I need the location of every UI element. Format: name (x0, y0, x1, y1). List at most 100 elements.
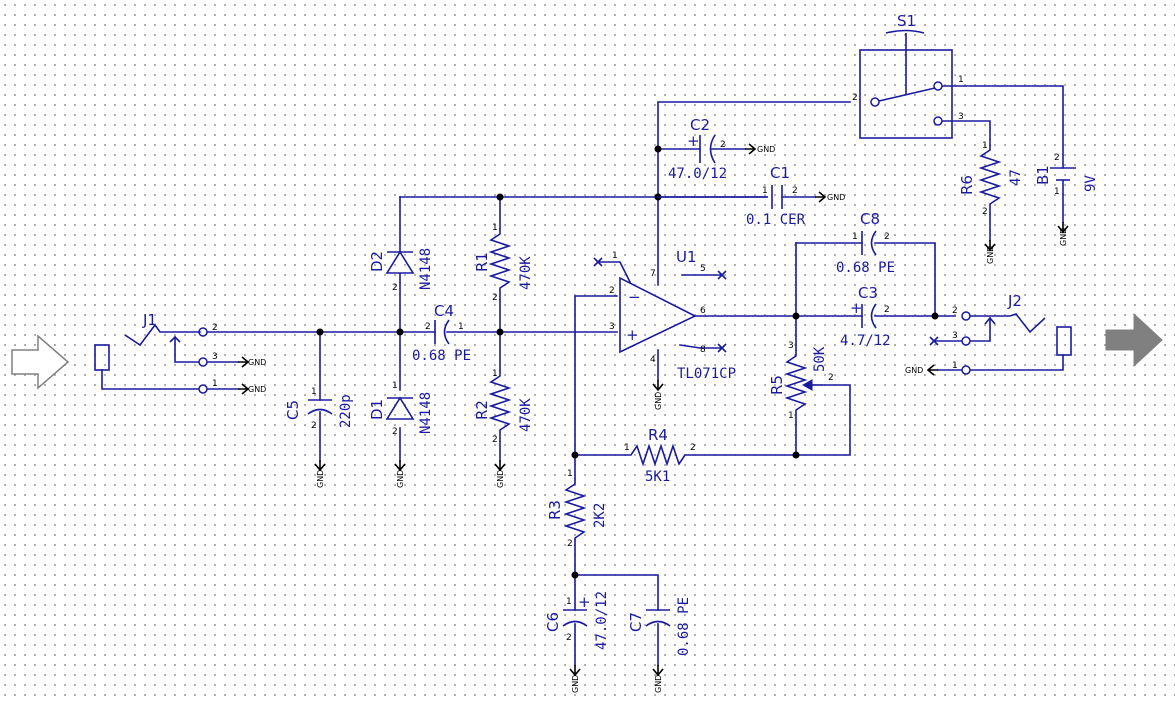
svg-text:2: 2 (690, 443, 696, 453)
svg-text:R5: R5 (768, 375, 786, 395)
capacitor-c5: C5 220p 1 2 (284, 387, 354, 431)
gnd-symbols: GND GND GND GND GND GND GND GND GND GND … (238, 143, 1069, 693)
svg-text:2: 2 (425, 322, 431, 332)
svg-text:U1: U1 (676, 248, 697, 266)
svg-text:1: 1 (852, 232, 858, 242)
potentiometer-r5: R5 50K 3 2 1 (768, 341, 834, 425)
capacitor-c2: C2 + 47.0/12 2 (668, 116, 727, 182)
svg-text:2: 2 (212, 323, 218, 333)
svg-text:3: 3 (212, 352, 218, 362)
svg-text:1: 1 (952, 361, 958, 371)
svg-text:2: 2 (492, 435, 498, 445)
svg-text:2: 2 (311, 421, 317, 431)
svg-text:+: + (626, 326, 639, 344)
svg-text:5K1: 5K1 (645, 469, 670, 485)
svg-text:7: 7 (650, 269, 656, 279)
svg-text:+: + (850, 299, 863, 317)
svg-text:1: 1 (624, 443, 630, 453)
svg-text:GND: GND (654, 675, 663, 693)
svg-text:4.7/12: 4.7/12 (840, 333, 891, 349)
svg-text:1: 1 (958, 75, 964, 85)
svg-text:6: 6 (700, 306, 706, 316)
svg-text:2: 2 (982, 207, 988, 217)
capacitor-c6: C6 + 47.0/12 1 2 (544, 591, 610, 650)
s1-ref: S1 (897, 12, 916, 30)
wires (101, 85, 1064, 666)
svg-text:4: 4 (650, 355, 656, 365)
capacitor-c4: C4 0.68 PE 2 1 (412, 302, 471, 364)
svg-text:1: 1 (982, 141, 988, 151)
svg-text:2: 2 (852, 93, 858, 103)
svg-text:GND: GND (905, 366, 923, 375)
svg-text:2: 2 (1054, 153, 1060, 163)
svg-text:C6: C6 (544, 612, 562, 632)
svg-text:1: 1 (567, 469, 573, 479)
svg-text:0.68 PE: 0.68 PE (412, 348, 471, 364)
svg-text:D2: D2 (368, 251, 386, 272)
battery-b1: B1 9V 2 1 (1034, 153, 1099, 197)
svg-text:470K: 470K (518, 256, 534, 290)
diode-d2: D2 N4148 2 (368, 243, 434, 293)
opamp-u1: − + U1 TL071CP 1 2 3 4 5 6 7 8 (593, 248, 736, 382)
svg-text:0.68 PE: 0.68 PE (836, 260, 895, 276)
svg-text:2: 2 (567, 539, 573, 549)
svg-text:+: + (687, 132, 700, 150)
svg-text:J1: J1 (142, 311, 157, 329)
svg-text:GND: GND (248, 385, 266, 394)
svg-text:C3: C3 (858, 284, 878, 302)
svg-text:2: 2 (828, 373, 834, 383)
svg-text:470K: 470K (518, 398, 534, 432)
svg-text:8: 8 (700, 345, 706, 355)
svg-text:1: 1 (788, 411, 794, 421)
svg-text:J2: J2 (1007, 292, 1022, 310)
capacitor-c7: C7 0.68 PE (627, 597, 692, 656)
svg-text:2: 2 (392, 283, 398, 293)
svg-text:2: 2 (492, 293, 498, 303)
svg-text:47.0/12: 47.0/12 (668, 166, 727, 182)
svg-text:GND: GND (248, 358, 266, 367)
svg-text:GND: GND (396, 470, 405, 488)
svg-text:2: 2 (720, 140, 726, 150)
svg-text:3: 3 (952, 331, 958, 341)
resistor-r1: R1 470K 1 2 (473, 223, 534, 303)
svg-text:1: 1 (311, 387, 317, 397)
svg-text:GND: GND (827, 193, 845, 202)
svg-text:2: 2 (884, 305, 890, 315)
svg-text:1: 1 (492, 369, 498, 379)
svg-text:5: 5 (700, 264, 706, 274)
svg-text:C1: C1 (770, 164, 790, 182)
jack-j2: J2 2 3 1 (929, 292, 1072, 375)
resistor-r6: R6 47 1 2 (958, 141, 1024, 217)
resistor-r3: R3 2K2 1 2 (546, 469, 608, 549)
svg-text:D1: D1 (368, 399, 386, 420)
svg-text:TL071CP: TL071CP (677, 366, 736, 382)
svg-text:GND: GND (757, 145, 775, 154)
svg-text:C8: C8 (860, 210, 880, 228)
svg-text:N4148: N4148 (418, 248, 434, 290)
svg-text:2: 2 (792, 186, 798, 196)
capacitor-c3: C3 + 4.7/12 2 (840, 284, 891, 349)
svg-text:GND: GND (1059, 228, 1068, 246)
svg-text:3: 3 (958, 112, 964, 122)
svg-text:2: 2 (952, 306, 958, 316)
svg-text:C7: C7 (627, 612, 645, 632)
svg-text:−: − (628, 288, 641, 306)
svg-text:1: 1 (492, 223, 498, 233)
svg-text:2: 2 (884, 232, 890, 242)
svg-text:2: 2 (609, 286, 615, 296)
svg-text:C4: C4 (434, 302, 454, 320)
svg-text:3: 3 (609, 322, 615, 332)
svg-text:1: 1 (566, 597, 572, 607)
capacitor-c1: C1 0.1 CER 1 2 (657, 164, 806, 228)
hollow-right-arrow-icon (11, 334, 70, 390)
svg-text:GND: GND (496, 470, 505, 488)
svg-text:+: + (578, 593, 591, 611)
diode-d1: D1 N4148 1 2 (368, 381, 434, 437)
jack-j1: J1 2 3 1 (94, 311, 218, 394)
resistor-r4: R4 5K1 1 2 (624, 426, 696, 485)
svg-text:R4: R4 (648, 426, 668, 444)
junction-dots (316, 145, 939, 579)
resistor-r2: R2 470K 1 2 (473, 369, 534, 445)
svg-text:2K2: 2K2 (592, 503, 608, 528)
svg-text:1: 1 (762, 186, 768, 196)
